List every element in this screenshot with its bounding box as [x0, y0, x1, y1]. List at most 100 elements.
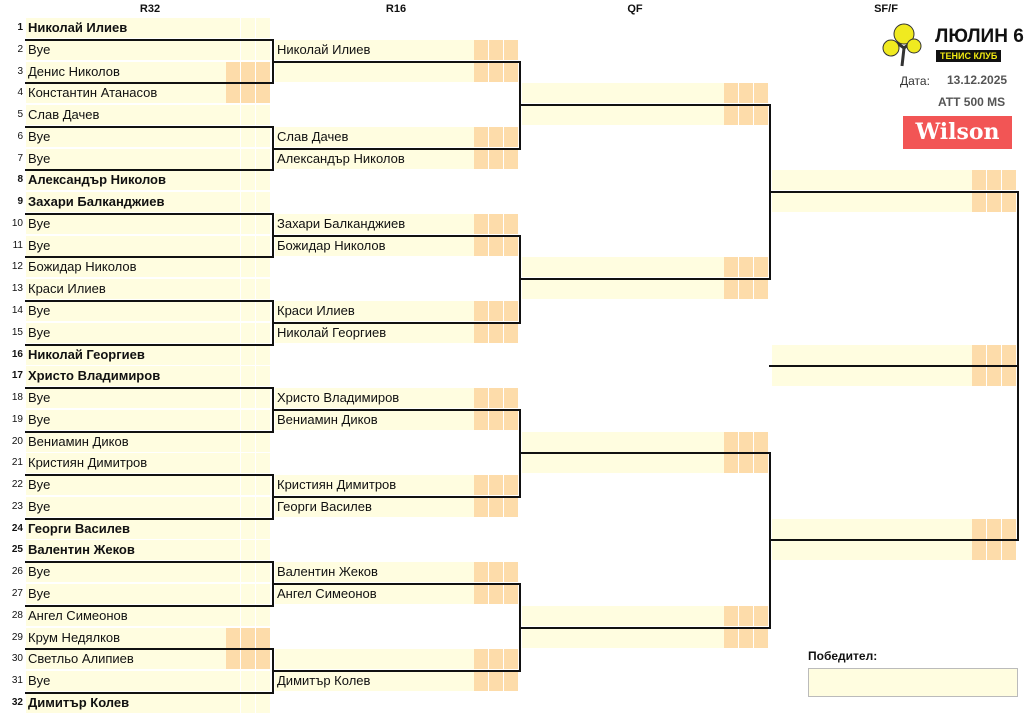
score-cell[interactable] [226, 692, 240, 713]
score-cell[interactable] [739, 83, 753, 104]
winner-field[interactable] [808, 668, 1018, 697]
score-cell[interactable] [226, 301, 240, 321]
r32-player[interactable]: Bye [26, 671, 226, 692]
r32-player[interactable]: Крум Недялков [26, 627, 226, 648]
score-cell[interactable] [256, 279, 270, 300]
score-cell[interactable] [256, 18, 270, 38]
score-cell[interactable] [241, 192, 255, 213]
r32-player[interactable]: Bye [26, 39, 226, 60]
score-cell[interactable] [241, 496, 255, 517]
score-cell[interactable] [739, 279, 753, 300]
score-cell[interactable] [489, 649, 503, 670]
r16-player[interactable]: Валентин Жеков [275, 562, 474, 583]
score-cell[interactable] [241, 584, 255, 605]
score-cell[interactable] [256, 170, 270, 191]
score-cell[interactable] [987, 540, 1001, 561]
score-cell[interactable] [504, 39, 518, 60]
score-cell[interactable] [256, 105, 270, 126]
score-cell[interactable] [241, 409, 255, 430]
score-cell[interactable] [504, 649, 518, 670]
score-cell[interactable] [1002, 518, 1016, 539]
r32-player[interactable]: Димитър Колев [26, 692, 226, 713]
score-cell[interactable] [256, 605, 270, 626]
score-cell[interactable] [241, 627, 255, 648]
score-cell[interactable] [474, 148, 488, 169]
score-cell[interactable] [241, 322, 255, 343]
r16-player[interactable]: Краси Илиев [275, 301, 474, 321]
r16-player[interactable]: Вениамин Диков [275, 409, 474, 430]
qf-player[interactable] [522, 605, 724, 626]
score-cell[interactable] [504, 388, 518, 409]
score-cell[interactable] [504, 496, 518, 517]
r32-player[interactable]: Bye [26, 409, 226, 430]
score-cell[interactable] [226, 605, 240, 626]
score-cell[interactable] [739, 257, 753, 278]
sf-player[interactable] [772, 518, 972, 539]
score-cell[interactable] [241, 257, 255, 278]
score-cell[interactable] [256, 344, 270, 365]
score-cell[interactable] [241, 344, 255, 365]
score-cell[interactable] [226, 584, 240, 605]
score-cell[interactable] [504, 409, 518, 430]
score-cell[interactable] [226, 671, 240, 692]
score-cell[interactable] [226, 83, 240, 104]
score-cell[interactable] [241, 518, 255, 539]
score-cell[interactable] [987, 344, 1001, 365]
score-cell[interactable] [241, 431, 255, 452]
score-cell[interactable] [474, 671, 488, 692]
score-cell[interactable] [489, 148, 503, 169]
r32-player[interactable]: Захари Балканджиев [26, 192, 226, 213]
score-cell[interactable] [474, 213, 488, 234]
score-cell[interactable] [256, 627, 270, 648]
score-cell[interactable] [474, 61, 488, 82]
score-cell[interactable] [504, 475, 518, 496]
score-cell[interactable] [754, 431, 768, 452]
score-cell[interactable] [987, 192, 1001, 213]
score-cell[interactable] [724, 257, 738, 278]
score-cell[interactable] [241, 453, 255, 474]
score-cell[interactable] [241, 235, 255, 256]
score-cell[interactable] [256, 475, 270, 496]
r16-player[interactable]: Георги Василев [275, 496, 474, 517]
qf-player[interactable] [522, 453, 724, 474]
r32-player[interactable]: Bye [26, 126, 226, 147]
sf-player[interactable] [772, 366, 972, 387]
score-cell[interactable] [226, 475, 240, 496]
r32-player[interactable]: Денис Николов [26, 61, 226, 82]
score-cell[interactable] [256, 61, 270, 82]
r16-player[interactable]: Слав Дачев [275, 126, 474, 147]
score-cell[interactable] [241, 105, 255, 126]
score-cell[interactable] [724, 279, 738, 300]
score-cell[interactable] [739, 105, 753, 126]
score-cell[interactable] [474, 235, 488, 256]
score-cell[interactable] [256, 257, 270, 278]
r32-player[interactable]: Bye [26, 322, 226, 343]
score-cell[interactable] [226, 279, 240, 300]
score-cell[interactable] [256, 301, 270, 321]
score-cell[interactable] [226, 126, 240, 147]
score-cell[interactable] [256, 192, 270, 213]
score-cell[interactable] [241, 388, 255, 409]
score-cell[interactable] [226, 322, 240, 343]
score-cell[interactable] [1002, 540, 1016, 561]
qf-player[interactable] [522, 627, 724, 648]
score-cell[interactable] [474, 388, 488, 409]
score-cell[interactable] [489, 126, 503, 147]
score-cell[interactable] [256, 562, 270, 583]
score-cell[interactable] [256, 584, 270, 605]
score-cell[interactable] [474, 562, 488, 583]
qf-player[interactable] [522, 279, 724, 300]
score-cell[interactable] [226, 257, 240, 278]
score-cell[interactable] [241, 61, 255, 82]
score-cell[interactable] [972, 366, 986, 387]
r32-player[interactable]: Bye [26, 388, 226, 409]
score-cell[interactable] [226, 366, 240, 387]
r16-player[interactable]: Ангел Симеонов [275, 584, 474, 605]
r16-player[interactable]: Кристиян Димитров [275, 475, 474, 496]
score-cell[interactable] [972, 344, 986, 365]
score-cell[interactable] [724, 105, 738, 126]
r32-player[interactable]: Христо Владимиров [26, 366, 226, 387]
score-cell[interactable] [226, 409, 240, 430]
r32-player[interactable]: Bye [26, 235, 226, 256]
score-cell[interactable] [256, 235, 270, 256]
